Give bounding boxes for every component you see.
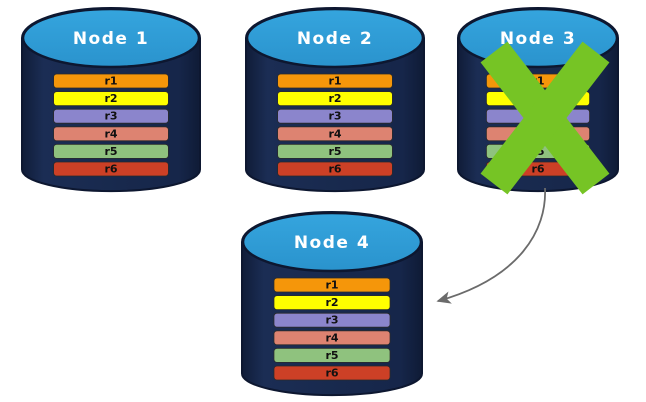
row-band-rect [277,161,393,177]
node-title: Node 4 [294,233,370,253]
row-label: r6 [325,367,338,380]
cylinder-top-ellipse [21,7,201,69]
cylinder-top-ellipse [245,7,425,69]
row-band-rect [273,295,391,311]
row-label: r2 [325,296,338,309]
row-label: r4 [104,127,117,140]
row-band-rect [273,277,391,293]
row-band-r1[interactable]: r1 [277,73,393,89]
row-label: r2 [328,92,341,105]
row-band-r5[interactable]: r5 [277,143,393,159]
row-label: r6 [328,163,341,176]
row-band-rect [277,91,393,106]
row-band-r5[interactable]: r5 [273,347,391,363]
row-band-r6[interactable]: r6 [53,161,169,177]
node-title: Node 3 [500,29,576,49]
row-band-r4[interactable]: r4 [273,330,391,346]
row-band-r1[interactable]: r1 [53,73,169,89]
row-band-rect [53,73,169,89]
row-label: r3 [328,110,341,123]
row-band-rect [273,347,391,363]
node-cylinder-2[interactable]: Node 2 r1 r2 r3 r4 r5 r6 [245,7,425,193]
rebuild-arrow [436,187,546,304]
row-band-r3[interactable]: r3 [53,108,169,124]
cylinder-top-ellipse [241,211,423,273]
row-label: r1 [325,279,338,292]
failure-x-mark [480,41,610,195]
row-label: r2 [104,92,117,105]
row-band-r2[interactable]: r2 [277,91,393,106]
row-label: r6 [104,163,117,176]
row-label: r5 [325,349,338,362]
row-band-rect [273,312,391,328]
row-band-r6[interactable]: r6 [273,365,391,381]
rebuild-arrow-path [436,187,546,304]
row-band-rect [53,143,169,159]
row-label: r4 [325,331,338,344]
row-band-r5[interactable]: r5 [53,143,169,159]
row-label: r3 [104,110,117,123]
row-label: r1 [104,75,117,88]
row-band-r2[interactable]: r2 [273,295,391,311]
row-band-r2[interactable]: r2 [53,91,169,106]
row-band-rect [277,108,393,124]
node-cylinder-4[interactable]: Node 4 r1 r2 r3 r4 r5 r6 [241,211,423,397]
row-label: r5 [328,145,341,158]
row-band-r4[interactable]: r4 [53,126,169,142]
failure-x-stroke-b [480,41,610,195]
row-band-r1[interactable]: r1 [273,277,391,293]
row-band-rect [53,108,169,124]
row-label: r3 [325,314,338,327]
row-band-rect [277,126,393,142]
node-cylinder-1[interactable]: Node 1 r1 r2 r3 r4 r5 r6 [21,7,201,193]
row-band-r3[interactable]: r3 [273,312,391,328]
row-band-rect [53,91,169,106]
row-band-r3[interactable]: r3 [277,108,393,124]
node-title: Node 1 [73,29,149,49]
row-band-rect [277,143,393,159]
row-label: r4 [328,127,341,140]
row-band-rect [273,330,391,346]
row-band-rect [273,365,391,381]
node-title: Node 2 [297,29,373,49]
overlay-layer [436,41,610,304]
row-band-rect [277,73,393,89]
row-label: r5 [104,145,117,158]
row-band-r6[interactable]: r6 [277,161,393,177]
row-band-r4[interactable]: r4 [277,126,393,142]
row-band-rect [53,161,169,177]
row-band-rect [53,126,169,142]
row-label: r6 [531,163,544,176]
row-label: r1 [328,75,341,88]
